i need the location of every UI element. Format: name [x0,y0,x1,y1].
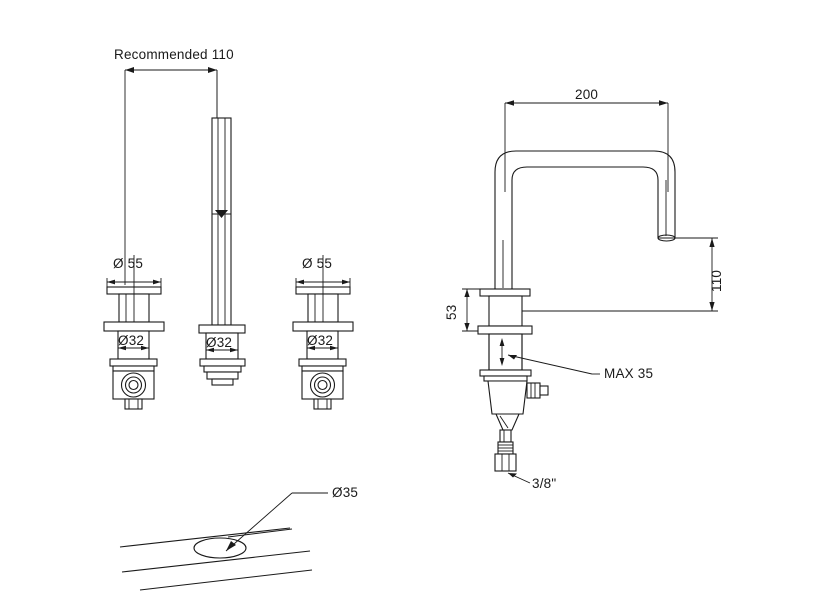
max-thickness-label: MAX 35 [604,366,654,381]
shank-diameter-right-label: Ø32 [307,333,334,348]
body-height-label: 53 [444,304,459,320]
tube-joint-marker [212,210,231,218]
right-shank-diameter-dimension [307,345,338,351]
shank-diameter-left-label: Ø32 [118,333,145,348]
recommended-spacing-label: Recommended 110 [114,47,234,62]
side-valve-body [477,288,549,472]
supply-thread-leader [507,472,531,484]
right-valve-assembly [292,255,354,410]
spout-profile [494,150,676,300]
mounting-hole-label: Ø35 [332,485,359,500]
spout-height-dimension [512,237,718,312]
shank-diameter-center-label: Ø32 [206,335,233,350]
spout-reach-dimension [504,100,669,192]
cap-diameter-right-label: Ø 55 [302,256,333,271]
max-thickness-arrow [499,338,505,366]
cap-diameter-left-label: Ø 55 [113,256,144,271]
left-shank-diameter-dimension [118,345,149,351]
left-valve-assembly [103,255,165,410]
spout-height-label: 110 [709,269,724,292]
center-shank-diameter-dimension [206,347,238,353]
countertop-detail [119,492,328,591]
recommended-spacing-dimension [124,67,218,287]
center-spout-assembly [198,70,246,386]
spout-reach-label: 200 [575,87,599,102]
supply-thread-label: 3/8" [532,476,557,491]
max-thickness-leader [507,354,600,375]
